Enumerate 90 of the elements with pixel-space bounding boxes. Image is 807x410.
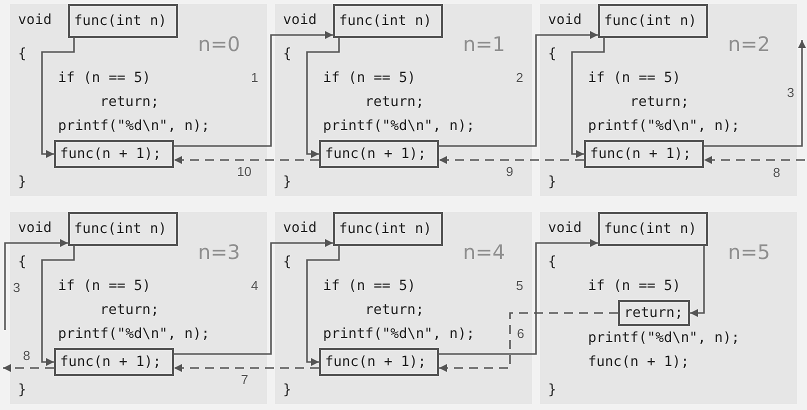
depth-label: n=4 — [463, 240, 506, 264]
code-line: { — [283, 46, 292, 63]
step-number: 9 — [505, 164, 514, 179]
code-line: { — [283, 254, 292, 271]
arrow — [174, 239, 333, 355]
code-line: printf("%d\n", n); — [323, 118, 475, 135]
step-number: 3 — [12, 280, 22, 295]
code-line: return; — [365, 302, 424, 319]
code-line: } — [18, 382, 26, 399]
code-line: if (n == 5) — [588, 70, 681, 87]
arrow — [306, 246, 340, 366]
step-number: 6 — [516, 326, 526, 341]
depth-label: n=0 — [198, 32, 240, 56]
arrow — [41, 38, 75, 158]
code-line: void — [18, 12, 52, 29]
depth-label: n=2 — [728, 32, 770, 56]
code-line: } — [283, 174, 292, 191]
step-number: 1 — [250, 70, 260, 85]
code-panel — [10, 4, 267, 196]
code-line: void — [18, 220, 52, 237]
step-number: 8 — [772, 165, 782, 180]
code-line: void — [548, 220, 582, 237]
dashed-arrow — [704, 156, 805, 164]
step-number: 2 — [515, 70, 524, 85]
code-panel — [275, 4, 532, 196]
highlighted-code: func(int n) — [598, 4, 708, 38]
code-line: return; — [100, 94, 160, 111]
highlighted-code: func(n + 1); — [584, 140, 704, 168]
step-number: 7 — [240, 372, 250, 387]
code-line: void — [283, 12, 317, 29]
step-number: 10 — [236, 164, 252, 179]
code-line: void — [548, 12, 582, 29]
code-line: if (n == 5) — [323, 278, 416, 295]
arrow — [690, 246, 705, 317]
code-line: printf("%d\n", n); — [323, 326, 475, 343]
dashed-arrow — [174, 364, 319, 372]
highlighted-code: func(int n) — [333, 4, 443, 38]
code-line: return; — [100, 302, 160, 319]
arrow — [571, 38, 605, 158]
highlighted-code: return; — [618, 300, 690, 326]
code-line: if (n == 5) — [588, 278, 681, 295]
arrow — [306, 38, 340, 158]
code-line: return; — [365, 94, 424, 111]
dashed-arrow — [174, 156, 319, 164]
highlighted-code: func(int n) — [598, 212, 708, 246]
code-line: if (n == 5) — [58, 70, 151, 87]
code-panel — [540, 212, 797, 404]
code-line: printf("%d\n", n); — [58, 118, 210, 135]
code-line: if (n == 5) — [323, 70, 416, 87]
code-panel — [275, 212, 532, 404]
dashed-arrow — [439, 312, 618, 372]
arrow — [41, 246, 75, 366]
depth-label: n=1 — [463, 32, 506, 56]
code-line: } — [18, 174, 26, 191]
code-line: printf("%d\n", n); — [58, 326, 210, 343]
code-line: { — [548, 46, 556, 63]
step-number: 4 — [250, 278, 260, 293]
highlighted-code: func(int n) — [68, 4, 178, 38]
code-line: { — [548, 254, 556, 271]
code-line: printf("%d\n", n); — [588, 118, 740, 135]
code-line: } — [283, 382, 292, 399]
arrow — [4, 239, 68, 330]
highlighted-code: func(n + 1); — [319, 140, 439, 168]
dashed-arrow — [439, 156, 584, 164]
arrow — [439, 31, 598, 147]
arrow — [174, 31, 333, 147]
highlighted-code: func(n + 1); — [54, 348, 174, 376]
code-line: return; — [630, 94, 690, 111]
code-line: } — [548, 382, 556, 399]
step-number: 8 — [22, 348, 32, 363]
arrow — [439, 239, 598, 355]
highlighted-code: func(int n) — [333, 212, 443, 246]
depth-label: n=3 — [198, 240, 240, 264]
code-line: { — [18, 46, 26, 63]
depth-label: n=5 — [728, 240, 770, 264]
highlighted-code: func(n + 1); — [54, 140, 174, 168]
dashed-arrow — [3, 364, 54, 372]
code-line: { — [18, 254, 26, 271]
highlighted-code: func(int n) — [68, 212, 178, 246]
code-line: func(n + 1); — [588, 354, 690, 371]
code-line: if (n == 5) — [58, 278, 151, 295]
step-number: 3 — [786, 85, 796, 100]
highlighted-code: func(n + 1); — [319, 348, 439, 376]
code-line: void — [283, 220, 317, 237]
code-line: } — [548, 174, 556, 191]
arrow — [704, 40, 806, 147]
code-line: printf("%d\n", n); — [588, 330, 740, 347]
code-panel — [540, 4, 797, 196]
step-number: 5 — [515, 278, 524, 293]
code-panel — [10, 212, 267, 404]
